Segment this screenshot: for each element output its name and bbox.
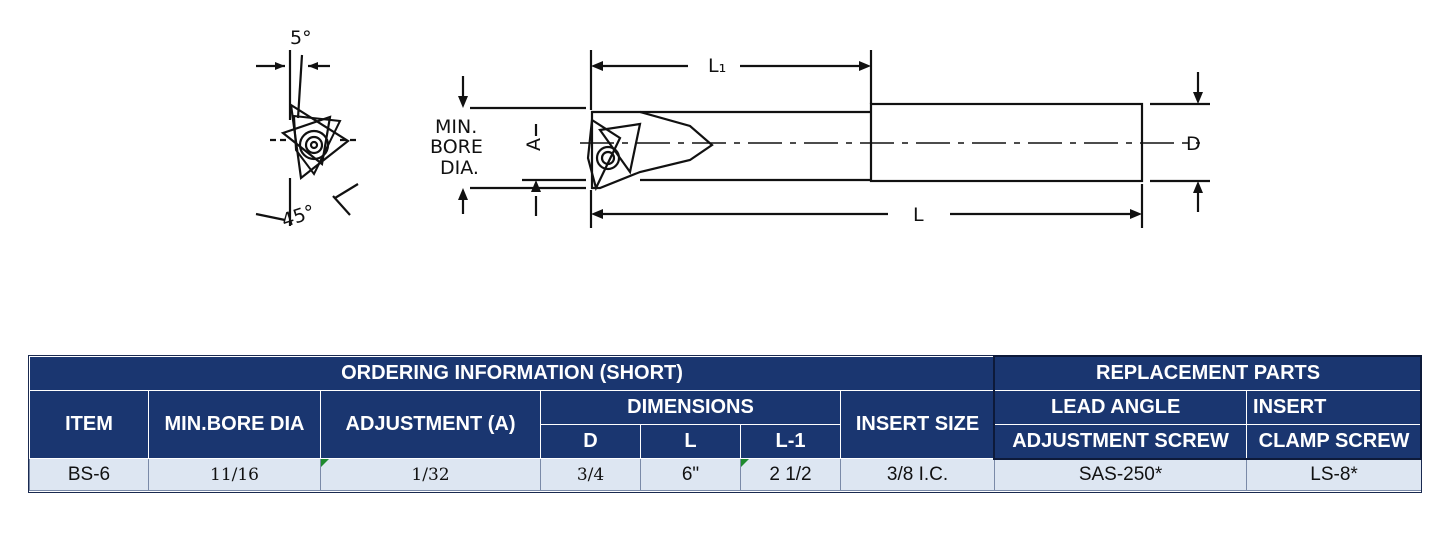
min-bore-label-line1: MIN. — [435, 116, 477, 138]
l1-value: 2 1/2 — [769, 463, 812, 485]
d-dimension-label: D — [1186, 133, 1201, 155]
dimensions-column-header: DIMENSIONS — [540, 390, 841, 425]
lead-angle-column-header: LEAD ANGLE — [994, 390, 1248, 425]
a-dimension-label: A — [523, 138, 545, 151]
boring-bar-diagram: 5° 45° MIN. BORE DIA. A L₁ L D — [255, 27, 1210, 232]
min-bore-label-line3: DIA. — [440, 157, 479, 179]
insert-size-cell: 3/8 I.C. — [839, 458, 996, 491]
l-dimension-label: L — [913, 204, 924, 226]
adjustment-cell: 1/32 — [320, 458, 541, 491]
l1-column-header: L-1 — [740, 424, 841, 459]
replacement-parts-header: REPLACEMENT PARTS — [994, 356, 1423, 391]
technical-drawing: 5° 45° MIN. BORE DIA. A L₁ L D — [255, 27, 1210, 232]
l1-cell: 2 1/2 — [740, 458, 841, 491]
adjustment-screw-cell: SAS-250* — [994, 458, 1248, 491]
table-row: BS-6 11/16 1/32 3/4 6" 2 1/2 3/8 I.C. SA… — [29, 458, 1423, 491]
l1-dimension-label: L₁ — [708, 55, 726, 77]
min-bore-label-line2: BORE — [430, 136, 483, 158]
d-cell: 3/4 — [540, 458, 641, 491]
item-column-header: ITEM — [29, 390, 149, 459]
insert-size-column-header: INSERT SIZE — [839, 390, 996, 459]
ordering-information-header: ORDERING INFORMATION (SHORT) — [28, 356, 996, 391]
angle-bottom-label: 45° — [279, 201, 318, 232]
l-column-header: L — [640, 424, 741, 459]
adjustment-value: 1/32 — [411, 464, 450, 485]
item-cell: BS-6 — [29, 458, 149, 491]
ordering-table: ORDERING INFORMATION (SHORT) REPLACEMENT… — [28, 356, 1423, 491]
insert-end-view — [255, 50, 359, 226]
d-column-header: D — [540, 424, 641, 459]
adjustment-screw-column-header: ADJUSTMENT SCREW — [994, 424, 1248, 459]
angle-top-label: 5° — [290, 27, 312, 49]
comment-marker — [741, 459, 749, 467]
clamp-screw-column-header: CLAMP SCREW — [1246, 424, 1423, 459]
comment-marker — [321, 459, 329, 467]
adjustment-column-header: ADJUSTMENT (A) — [320, 390, 541, 459]
clamp-screw-cell: LS-8* — [1246, 458, 1423, 491]
boring-bar-side-view — [461, 50, 1210, 228]
insert-column-header: INSERT — [1246, 390, 1423, 425]
min-bore-column-header: MIN.BORE DIA — [148, 390, 321, 459]
l-cell: 6" — [640, 458, 741, 491]
min-bore-cell: 11/16 — [148, 458, 321, 491]
